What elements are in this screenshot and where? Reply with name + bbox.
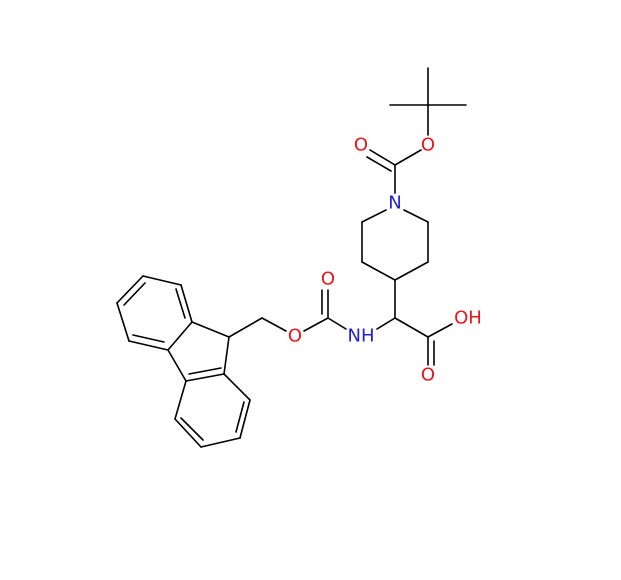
bond xyxy=(116,302,130,342)
bond xyxy=(394,261,429,281)
bond xyxy=(200,437,241,448)
bond xyxy=(235,401,245,433)
bond xyxy=(188,367,222,375)
bond xyxy=(167,349,187,382)
amide-nh-label: NH xyxy=(348,326,375,347)
piperidine-nitrogen-label: N xyxy=(388,193,401,214)
fmoc-carbonyl-oxygen-label: O xyxy=(321,269,335,290)
tert-butyl-group xyxy=(389,67,467,136)
bond xyxy=(403,209,429,223)
bond xyxy=(142,275,182,286)
boc-ester-oxygen-label: O xyxy=(421,135,435,156)
bond xyxy=(191,321,230,338)
bond xyxy=(427,323,453,338)
boc-carbonyl-oxygen-label: O xyxy=(354,135,368,156)
bond xyxy=(180,284,193,323)
bond xyxy=(361,261,396,281)
fmoc-ester-oxygen-label: O xyxy=(288,326,302,347)
bond xyxy=(369,149,396,166)
bond xyxy=(376,317,396,330)
fluorene-ring-system xyxy=(116,275,251,448)
bond xyxy=(132,334,165,343)
atom-labels: O O N O O NH OH O xyxy=(288,135,482,386)
bond xyxy=(366,156,392,172)
bond xyxy=(261,317,287,332)
bond xyxy=(180,417,204,441)
bond xyxy=(228,317,263,338)
bond xyxy=(394,317,429,338)
bond xyxy=(361,209,387,223)
boc-carbamate xyxy=(366,149,422,194)
bond xyxy=(239,399,251,439)
bond xyxy=(174,418,202,448)
bond xyxy=(394,149,422,166)
acid-hydroxyl-label: OH xyxy=(454,308,482,329)
bond xyxy=(167,321,193,351)
bond xyxy=(116,275,144,304)
acid-carbonyl-oxygen-label: O xyxy=(421,365,435,386)
bond xyxy=(128,340,169,351)
bond xyxy=(303,317,329,332)
bond xyxy=(174,380,187,420)
bond xyxy=(223,336,230,375)
bond xyxy=(223,373,251,401)
fmoc-carbamate xyxy=(228,289,347,338)
bond xyxy=(123,282,146,306)
piperidine-ring xyxy=(361,209,429,281)
bond xyxy=(175,288,186,319)
bond xyxy=(327,317,347,330)
bond xyxy=(185,373,225,382)
amino-acid-core xyxy=(376,279,453,366)
